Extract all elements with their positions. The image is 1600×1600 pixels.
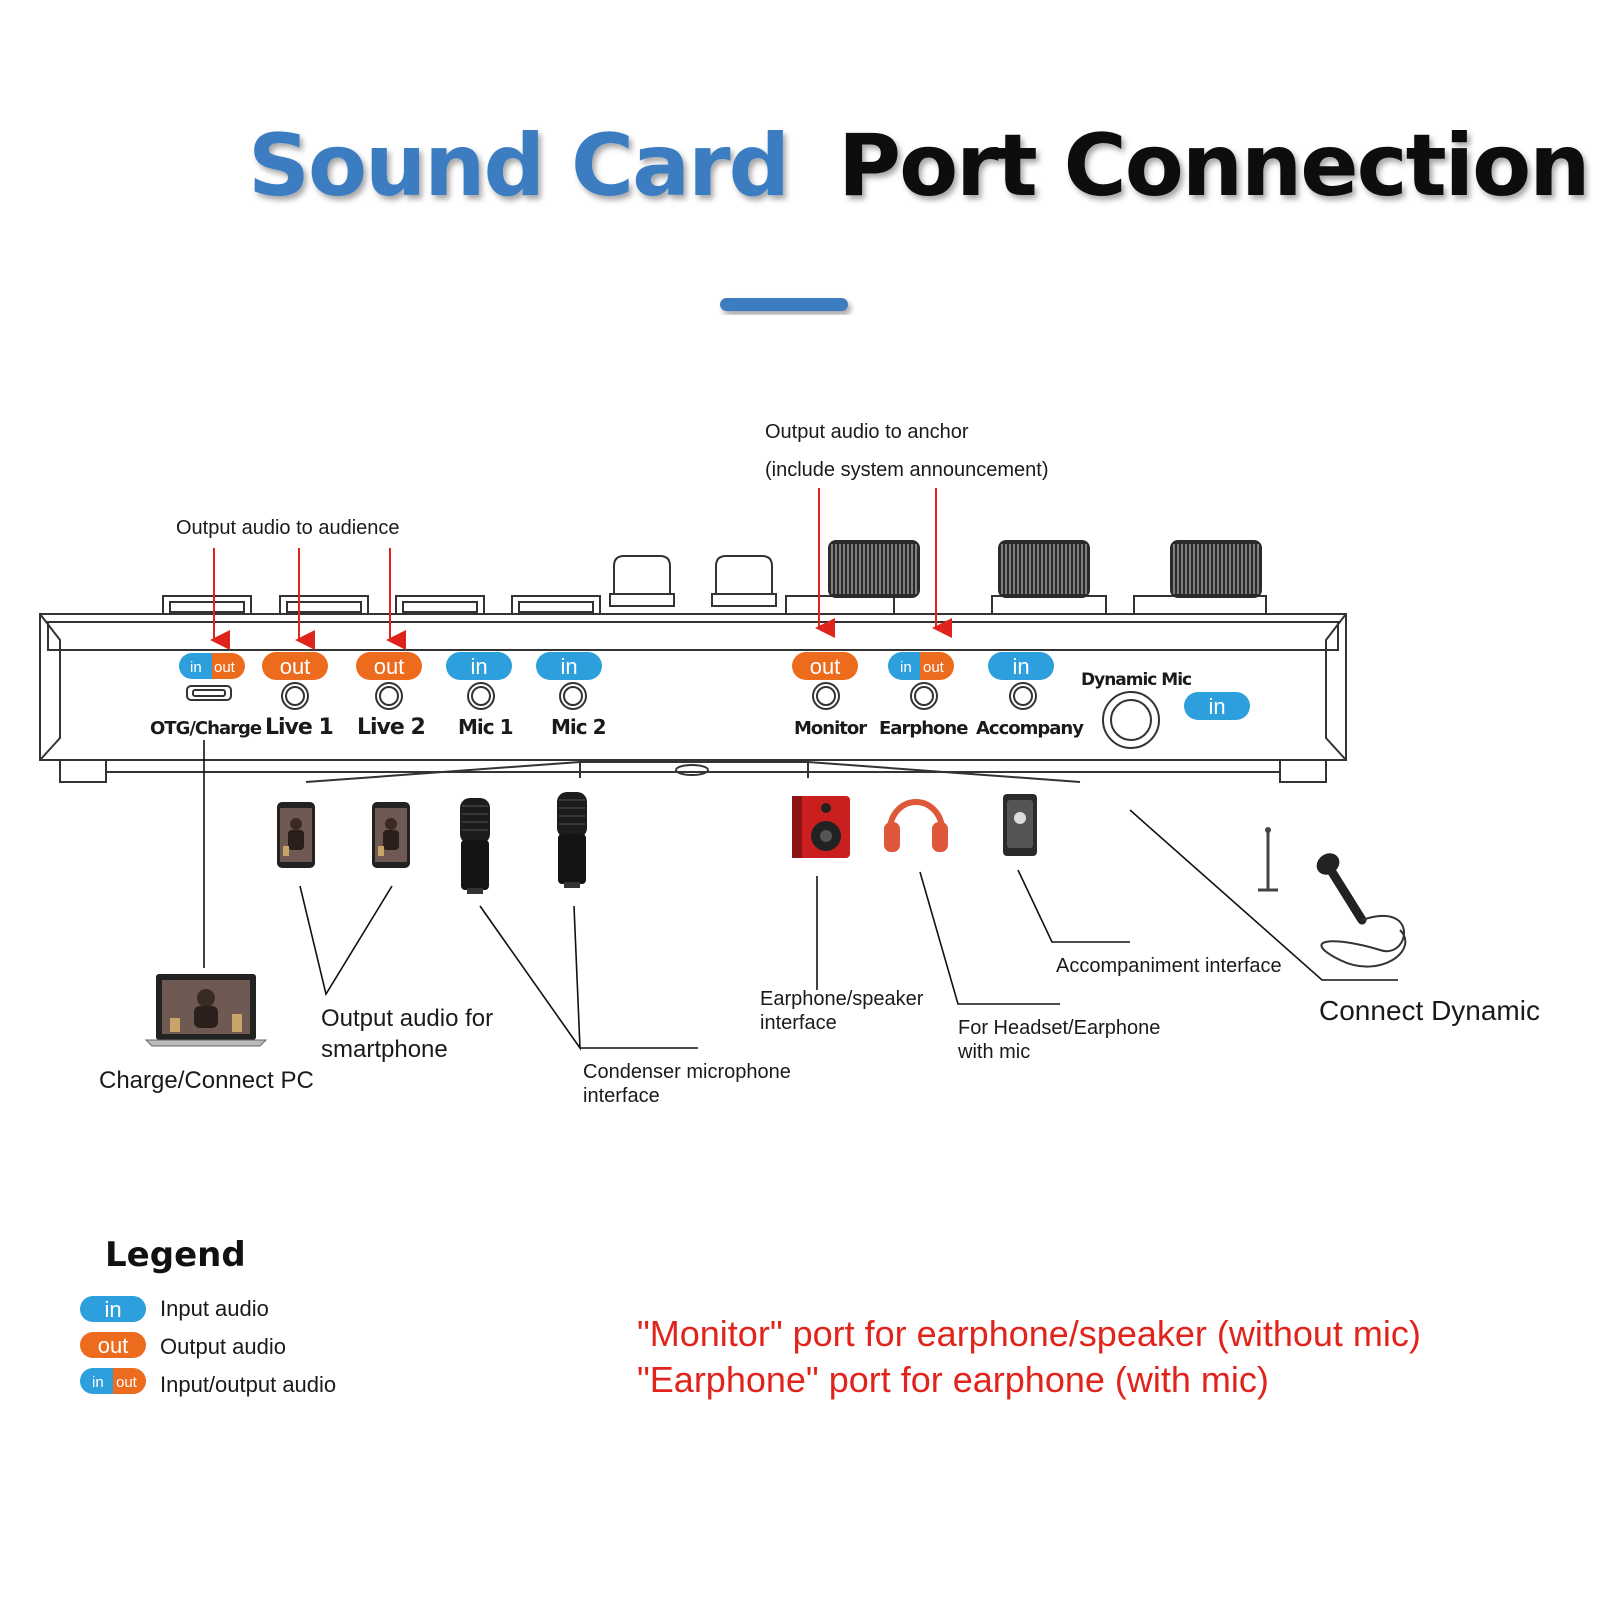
svg-text:out: out (214, 659, 236, 676)
desc-condenser-line1: Condenser microphone (583, 1061, 791, 1083)
dynamic-microphone-icon (1258, 827, 1407, 968)
badge-mic1-in: in (446, 652, 512, 680)
badge-live1-out: out (262, 652, 328, 680)
svg-text:out: out (810, 654, 841, 679)
desc-dynamic: Connect Dynamic (1319, 995, 1540, 1026)
badge-mic2-in: in (536, 652, 602, 680)
desc-smartphone-line1: Output audio for (321, 1005, 493, 1032)
legend-heading: Legend (105, 1235, 246, 1275)
legend-inout-badge: in out (80, 1368, 146, 1394)
svg-text:out: out (98, 1333, 129, 1358)
svg-text:out: out (280, 654, 311, 679)
title-part-1: Sound Card (248, 116, 788, 216)
legend-in-label: Input audio (160, 1296, 269, 1321)
port-label-live2: Live 2 (357, 715, 425, 740)
port-label-otg: OTG/Charge (150, 718, 262, 739)
desc-speaker-line1: Earphone/speaker (760, 988, 924, 1010)
badge-dynamic-in: in (1184, 692, 1250, 720)
svg-text:in: in (190, 659, 202, 676)
port-label-mic2: Mic 2 (551, 715, 606, 739)
callout-anchor-line1: Output audio to anchor (765, 421, 969, 443)
svg-text:out: out (374, 654, 405, 679)
title-part-2: Port Connection (838, 116, 1588, 216)
connector-lines (203, 740, 1398, 1051)
badge-otg-inout: in out (179, 653, 245, 679)
note-earphone: "Earphone" port for earphone (with mic) (637, 1359, 1269, 1400)
sound-card-device (39, 555, 1347, 783)
legend-inout-label: Input/output audio (160, 1372, 336, 1397)
port-badges: in out out out in in out in out (179, 652, 1250, 720)
desc-accompaniment: Accompaniment interface (1056, 955, 1282, 977)
desc-speaker-line2: interface (760, 1012, 837, 1034)
port-sockets (186, 682, 1160, 749)
volume-knobs (828, 540, 1262, 598)
badge-earphone-inout: in out (888, 652, 954, 680)
legend-in-badge: in (80, 1296, 146, 1322)
badge-live2-out: out (356, 652, 422, 680)
svg-text:out: out (923, 659, 945, 676)
svg-text:in: in (1208, 694, 1225, 719)
port-label-live1: Live 1 (265, 715, 333, 740)
port-label-accompany: Accompany (976, 718, 1084, 739)
svg-text:in: in (1012, 654, 1029, 679)
svg-text:in: in (92, 1374, 104, 1391)
badge-accompany-in: in (988, 652, 1054, 680)
legend-out-label: Output audio (160, 1334, 286, 1359)
note-monitor: "Monitor" port for earphone/speaker (wit… (637, 1313, 1421, 1354)
sound-adapter-icon (1003, 794, 1037, 856)
desc-smartphone-line2: smartphone (321, 1036, 448, 1063)
desc-headset-line1: For Headset/Earphone (958, 1017, 1160, 1039)
badge-monitor-out: out (792, 652, 858, 680)
desc-condenser-line2: interface (583, 1085, 660, 1107)
legend: Legend in Input audio out Output audio i… (80, 1235, 336, 1397)
callout-arrows (210, 488, 952, 650)
headphones-icon (884, 799, 948, 852)
desc-headset-line2: with mic (957, 1041, 1030, 1063)
svg-text:in: in (560, 654, 577, 679)
svg-text:in: in (104, 1297, 121, 1322)
page-title: Sound Card Port Connection (248, 116, 1590, 216)
laptop-icon (144, 974, 268, 1047)
svg-text:in: in (900, 659, 912, 676)
port-label-dynamic: Dynamic Mic (1081, 670, 1191, 690)
svg-text:out: out (116, 1374, 138, 1391)
smartphone-icon (277, 802, 315, 868)
condenser-microphone-icon (460, 798, 490, 894)
speaker-icon (792, 796, 850, 858)
svg-text:in: in (470, 654, 487, 679)
legend-out-badge: out (80, 1332, 146, 1358)
title-underline (720, 298, 848, 311)
desc-pc: Charge/Connect PC (99, 1067, 314, 1094)
condenser-microphone-icon (557, 792, 587, 888)
callout-audience: Output audio to audience (176, 517, 400, 539)
port-label-mic1: Mic 1 (458, 715, 513, 739)
smartphone-icon (372, 802, 410, 868)
svg-text:Sound Card Port Connecti: Sound Card Port Connection (248, 116, 1588, 216)
callout-anchor-line2: (include system announcement) (765, 459, 1048, 481)
port-label-earphone: Earphone (879, 718, 968, 739)
port-label-monitor: Monitor (794, 718, 867, 739)
